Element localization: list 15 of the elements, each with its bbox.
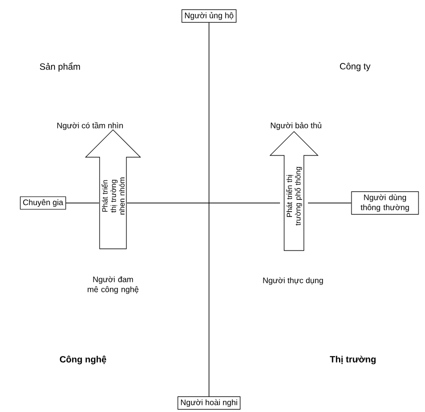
quadrant-label: Người đam mê công nghệ xyxy=(88,276,138,294)
label-box: Người dùng thông thường xyxy=(351,191,419,215)
connector-line xyxy=(66,202,100,204)
quadrant-label: Sản phẩm xyxy=(40,62,80,72)
connector-line xyxy=(308,202,352,204)
quadrant-label: Thị trường xyxy=(330,356,376,364)
quadrant-label: Công nghệ xyxy=(60,356,106,364)
label-box: Chuyên gia xyxy=(20,196,66,210)
connector-line xyxy=(208,22,210,397)
quadrant-label: Người có tầm nhìn xyxy=(57,122,123,130)
label-box: Người ủng hộ xyxy=(182,9,236,23)
quadrant-label: Công ty xyxy=(340,62,370,72)
label-box: Người hoài nghi xyxy=(178,396,240,410)
quadrant-label: Người thực dụng xyxy=(263,277,323,285)
connector-line xyxy=(126,202,280,204)
